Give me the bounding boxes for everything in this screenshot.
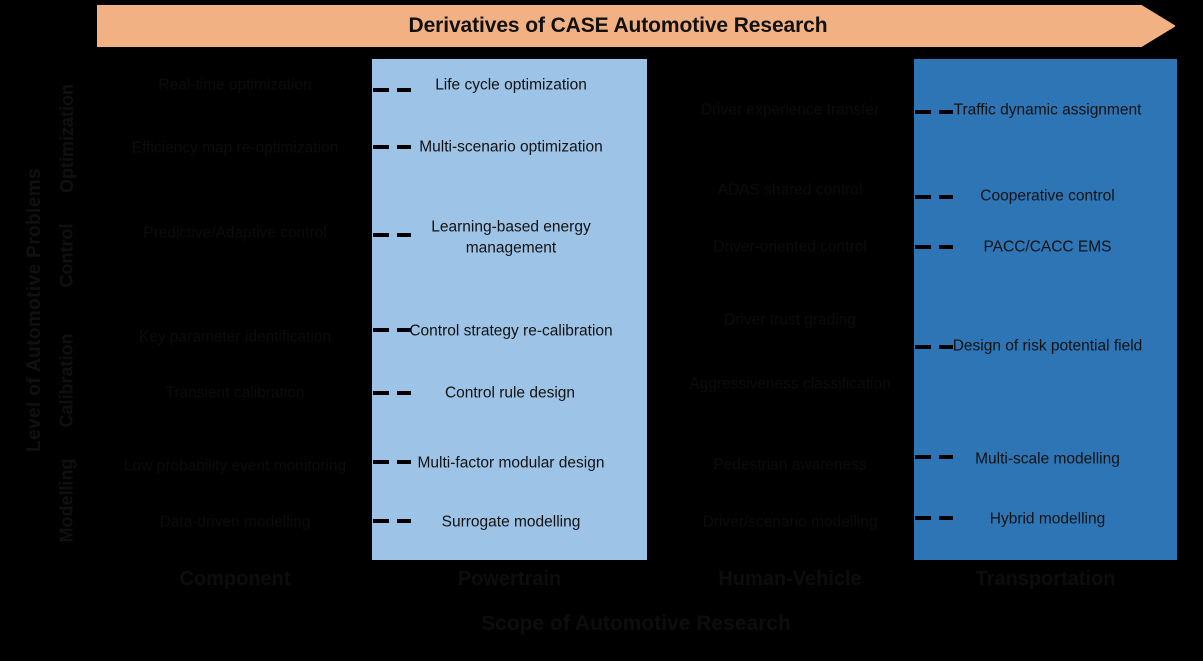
item-transportation-3: Design of risk potential field [952,337,1143,355]
title-banner-arrow-shape [96,4,1176,48]
tick-transportation-2 [915,245,953,249]
item-component-0: Real-time optimization [158,76,312,94]
tick-transportation-1 [915,195,953,199]
item-powertrain-3: Control strategy re-calibration [409,322,613,340]
item-human-vehicle-0: Driver experience transfer [700,101,880,119]
tick-transportation-0 [915,110,953,114]
item-transportation-0: Traffic dynamic assignment [953,101,1142,119]
column-component [110,58,360,561]
tick-powertrain-1 [373,145,411,149]
y-level-label: Calibration [56,332,77,428]
tick-transportation-4 [915,455,953,459]
item-transportation-2: PACC/CACC EMS [983,238,1112,256]
y-level-label: Control [56,223,77,287]
tick-powertrain-4 [373,391,411,395]
y-level-calibration: Calibration [52,310,82,450]
x-axis-label: Scope of Automotive Research [481,612,791,635]
item-human-vehicle-4: Aggressiveness classification [689,375,891,393]
item-human-vehicle-3: Driver trust grading [724,311,856,329]
column-header-powertrain: Powertrain [457,568,562,590]
item-human-vehicle-5: Pedestrian awareness [713,456,867,474]
tick-powertrain-0 [373,88,411,92]
tick-powertrain-5 [373,460,411,464]
item-component-3: Key parameter identification [138,328,332,346]
y-axis-outer-label: Level of Automotive Problems [20,60,50,560]
item-component-4: Transient calibration [165,384,305,402]
item-transportation-1: Cooperative control [980,187,1115,205]
column-powertrain [371,58,648,561]
y-level-modelling: Modelling [52,430,82,570]
column-transportation [913,58,1178,561]
item-component-6: Data-driven modelling [159,513,311,531]
item-human-vehicle-2: Driver-oriented control [713,238,867,256]
tick-powertrain-3 [373,328,411,332]
y-axis-outer-label-text: Level of Automotive Problems [24,168,45,452]
item-powertrain-4: Control rule design [444,384,576,402]
y-level-control: Control [52,190,82,320]
item-powertrain-0: Life cycle optimization [435,76,587,94]
column-header-human-vehicle: Human-Vehicle [718,568,862,590]
column-header-transportation: Transportation [975,568,1116,590]
tick-transportation-3 [915,345,953,349]
item-transportation-5: Hybrid modelling [989,510,1106,528]
item-powertrain-2: Learning-based energy management [431,218,591,257]
item-powertrain-5: Multi-factor modular design [417,454,605,472]
page-title: Derivatives of CASE Automotive Research [408,14,828,37]
item-component-2: Predictive/Adaptive control [143,224,327,242]
tick-powertrain-6 [373,519,411,523]
title-banner: Derivatives of CASE Automotive Research [96,4,1176,48]
column-header-component: Component [179,568,291,590]
item-human-vehicle-1: ADAS shared control [717,181,863,199]
item-powertrain-1: Multi-scenario optimization [419,138,603,156]
item-component-1: Efficiency map re-optimization [131,139,339,157]
item-human-vehicle-6: Driver/scenario modelling [702,513,878,531]
item-component-5: Low probability event monitoring [123,457,347,475]
tick-powertrain-2 [373,233,411,237]
item-powertrain-6: Surrogate modelling [441,513,581,531]
tick-transportation-5 [915,516,953,520]
y-level-label: Modelling [56,458,77,542]
y-level-label: Optimization [56,83,77,193]
item-transportation-4: Multi-scale modelling [975,450,1120,468]
